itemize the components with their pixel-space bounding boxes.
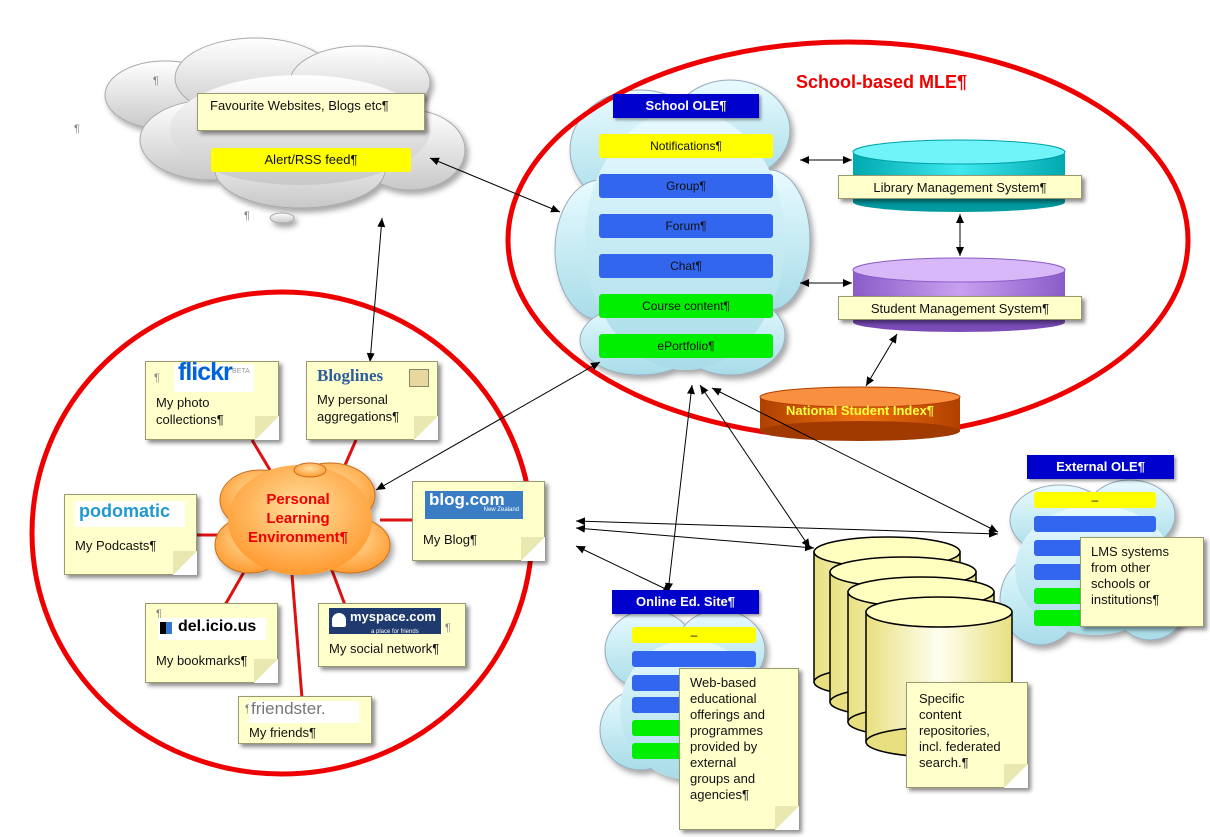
blog-com-logo-text: blog.com — [429, 490, 505, 509]
flickr-caption-2: collections¶ — [156, 412, 224, 427]
student-system-label: Student Management System¶ — [838, 296, 1082, 320]
blog-com-logo[interactable]: blog.com New Zealand — [425, 491, 523, 519]
repositories-note: Specific content repositories, incl. fed… — [906, 682, 1028, 788]
external-ole-header: External OLE¶ — [1027, 455, 1174, 479]
ple-spokes — [195, 439, 412, 699]
repositories-note-line-1: Specific — [919, 691, 965, 706]
flickr-logo-text: flickr — [178, 358, 233, 386]
eportfolio-item[interactable]: ePortfolio¶ — [599, 334, 773, 358]
delicious-caption: My bookmarks¶ — [156, 653, 248, 668]
page-fold — [255, 416, 279, 440]
online-ed-note: Web-based educational offerings and prog… — [679, 668, 799, 830]
repositories-note-line-5: search.¶ — [919, 755, 969, 770]
connector-arrows — [366, 156, 999, 593]
page-fold — [775, 806, 799, 830]
repositories-note-line-3: repositories, — [919, 723, 990, 738]
online-ed-note-line-1: Web-based — [690, 675, 757, 690]
pilcrow-mark: ¶ — [156, 608, 162, 620]
online-ed-note-line-4: programmes — [690, 723, 763, 738]
notifications-item[interactable]: Notifications¶ — [599, 134, 773, 158]
page-fold — [414, 416, 438, 440]
pilcrow-mark: ¶ — [245, 703, 251, 715]
ple-label-line2: Learning — [266, 510, 330, 527]
myspace-people-icon — [332, 613, 346, 627]
online-ed-note-line-2: educational — [690, 691, 757, 706]
bloglines-caption-2: aggregations¶ — [317, 409, 400, 424]
chat-item[interactable]: Chat¶ — [599, 254, 773, 278]
school-ole-header: School OLE¶ — [613, 94, 759, 118]
friendster-note: ¶ friendster. My friends¶ — [238, 696, 372, 744]
page-fold — [254, 659, 278, 683]
ple-label-line3: Environment¶ — [247, 529, 349, 546]
flickr-beta: BETA — [232, 368, 250, 375]
page-fold — [173, 551, 197, 575]
friendster-logo[interactable]: friendster. — [249, 699, 359, 723]
external-ole-note-line-1: LMS systems — [1091, 544, 1170, 559]
pilcrow-mark: ¶ — [153, 75, 159, 87]
pilcrow-mark: ¶ — [244, 210, 250, 222]
friendster-logo-text: friendster. — [251, 699, 326, 718]
online-ed-note-line-6: external — [690, 755, 737, 770]
online-ed-header: Online Ed. Site¶ — [612, 590, 759, 614]
external-ole-item-1[interactable]: – — [1034, 492, 1156, 508]
delicious-note: ¶ del.icio.us My bookmarks¶ — [145, 603, 278, 683]
online-ed-note-line-8: agencies¶ — [690, 787, 750, 802]
online-ed-item-2[interactable] — [632, 651, 756, 667]
ple-label: Personal Learning Environment¶ — [236, 490, 360, 547]
podomatic-caption: My Podcasts¶ — [75, 538, 157, 553]
myspace-logo[interactable]: myspace.com a place for friends — [329, 608, 441, 635]
friendster-caption: My friends¶ — [249, 725, 316, 740]
national-index-label: National Student Index¶ — [785, 403, 935, 418]
bloglines-note: Bloglines My personal aggregations¶ — [306, 361, 438, 440]
ple-label-line1: Personal — [266, 491, 330, 508]
external-ole-note-line-4: institutions¶ — [1091, 592, 1160, 607]
newspaper-icon — [409, 369, 429, 387]
repositories-note-line-4: incl. federated — [919, 739, 1001, 754]
course-content-item[interactable]: Course content¶ — [599, 294, 773, 318]
external-ole-note-line-2: from other — [1091, 560, 1151, 575]
delicious-logo[interactable]: del.icio.us — [158, 618, 266, 640]
school-mle-title: School-based MLE¶ — [796, 72, 968, 92]
blog-caption: My Blog¶ — [423, 532, 477, 547]
bloglines-logo[interactable]: Bloglines — [315, 366, 429, 390]
group-item[interactable]: Group¶ — [599, 174, 773, 198]
online-ed-note-line-3: offerings and — [690, 707, 765, 722]
podomatic-logo[interactable]: podomatic — [75, 501, 185, 527]
online-ed-item-1[interactable]: – — [632, 627, 756, 643]
myspace-note: myspace.com a place for friends ¶ My soc… — [318, 603, 466, 667]
pilcrow-mark: ¶ — [445, 622, 451, 634]
favourites-note: Favourite Websites, Blogs etc¶ — [197, 93, 425, 131]
external-ole-note: LMS systems from other schools or instit… — [1080, 537, 1204, 627]
forum-item[interactable]: Forum¶ — [599, 214, 773, 238]
page-fold — [1004, 764, 1028, 788]
flickr-logo[interactable]: flickr BETA — [174, 358, 254, 392]
flickr-caption-1: My photo — [156, 395, 210, 410]
online-ed-note-line-5: provided by — [690, 739, 758, 754]
alert-rss-item[interactable]: Alert/RSS feed¶ — [211, 148, 411, 172]
flickr-note: ¶ flickr BETA My photo collections¶ — [145, 358, 279, 440]
blog-note: blog.com New Zealand My Blog¶ — [412, 481, 545, 561]
delicious-logo-text: del.icio.us — [178, 618, 257, 635]
myspace-logo-text: myspace.com — [350, 609, 436, 624]
bloglines-logo-text: Bloglines — [317, 366, 384, 385]
online-ed-note-line-7: groups and — [690, 771, 756, 786]
pilcrow-mark: ¶ — [74, 123, 80, 135]
pilcrow-mark: ¶ — [154, 372, 160, 384]
myspace-sub: a place for friends — [371, 629, 419, 635]
page-fold — [521, 537, 545, 561]
external-ole-item-2[interactable] — [1034, 516, 1156, 532]
blog-com-sub: New Zealand — [483, 507, 519, 513]
podomatic-note: podomatic My Podcasts¶ — [64, 494, 197, 575]
podomatic-logo-text: podomatic — [79, 501, 171, 521]
external-ole-note-line-3: schools or — [1091, 576, 1151, 591]
myspace-caption: My social network¶ — [329, 641, 440, 656]
delicious-squares-icon — [160, 622, 172, 634]
repositories-note-line-2: content — [919, 707, 962, 722]
bloglines-caption-1: My personal — [317, 392, 388, 407]
ple-cloud — [214, 462, 391, 575]
library-system-label: Library Management System¶ — [838, 175, 1082, 199]
